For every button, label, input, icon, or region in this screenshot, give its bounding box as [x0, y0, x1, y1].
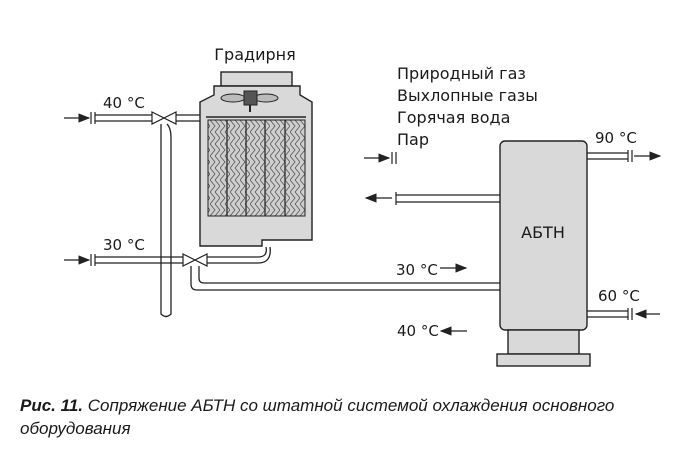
abtn-base	[496, 353, 591, 367]
abtn-unit: АБТН	[496, 140, 591, 367]
outlet-90: 90 °C	[587, 129, 662, 162]
figure-number: Рис. 11.	[20, 396, 83, 415]
inlet-60: 60 °C	[587, 287, 660, 320]
tower-fill-media	[207, 119, 306, 217]
temp-out-90: 90 °C	[595, 129, 637, 147]
temp-left-30: 30 °C	[103, 236, 145, 254]
source-natural-gas: Природный газ	[397, 64, 526, 83]
tower-label: Градирня	[214, 45, 295, 64]
bypass-pipe	[160, 123, 172, 318]
inlet-40: 40 °C	[64, 94, 158, 124]
heat-sources: Природный газ Выхлопные газы Горячая вод…	[364, 64, 538, 164]
pipe-to-abtn	[190, 266, 500, 291]
temp-supply-30: 30 °C	[396, 261, 438, 279]
inlet-30: 30 °C	[64, 236, 184, 266]
figure-caption: Рис. 11. Сопряжение АБТН со штатной сист…	[20, 394, 680, 440]
abtn-pedestal	[507, 329, 580, 355]
tower-top-cap	[220, 71, 293, 87]
temp-return-40: 40 °C	[397, 322, 439, 340]
figure-caption-text: Сопряжение АБТН со штатной системой охла…	[20, 396, 615, 438]
temp-in-60: 60 °C	[598, 287, 640, 305]
cooling-tower: Градирня	[199, 45, 313, 247]
source-hot-water: Горячая вода	[397, 108, 510, 127]
exhaust-outlet	[364, 192, 500, 205]
fan-icon	[220, 90, 279, 112]
temp-left-40: 40 °C	[103, 94, 145, 112]
source-steam: Пар	[397, 130, 429, 149]
source-exhaust-gas: Выхлопные газы	[397, 86, 538, 105]
valve-top	[151, 111, 200, 125]
valve-bottom	[182, 246, 271, 267]
abtn-label: АБТН	[521, 223, 565, 242]
